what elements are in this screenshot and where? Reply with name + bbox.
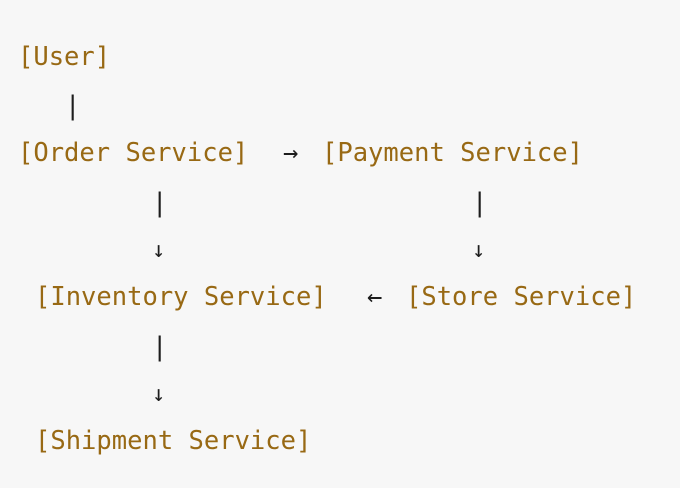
node-user: [User] xyxy=(18,42,111,72)
connector-user-to-order: | xyxy=(65,91,81,121)
node-store-service: [Store Service] xyxy=(406,282,637,312)
arrow-order-to-payment: → xyxy=(283,138,299,168)
node-inventory-service: [Inventory Service] xyxy=(35,282,327,312)
node-order-service: [Order Service] xyxy=(18,138,249,168)
connector-inventory-bar: | xyxy=(152,332,168,362)
arrow-down-payment-to-store: ↓ xyxy=(472,238,486,263)
connector-order-bar: | xyxy=(152,188,168,218)
node-payment-service: [Payment Service] xyxy=(322,138,583,168)
node-shipment-service: [Shipment Service] xyxy=(35,426,312,456)
arrow-store-to-inventory: ← xyxy=(367,282,383,312)
connector-payment-bar: | xyxy=(472,188,488,218)
arrow-down-order-to-inventory: ↓ xyxy=(152,238,166,263)
arrow-down-inventory-to-shipment: ↓ xyxy=(152,382,166,407)
